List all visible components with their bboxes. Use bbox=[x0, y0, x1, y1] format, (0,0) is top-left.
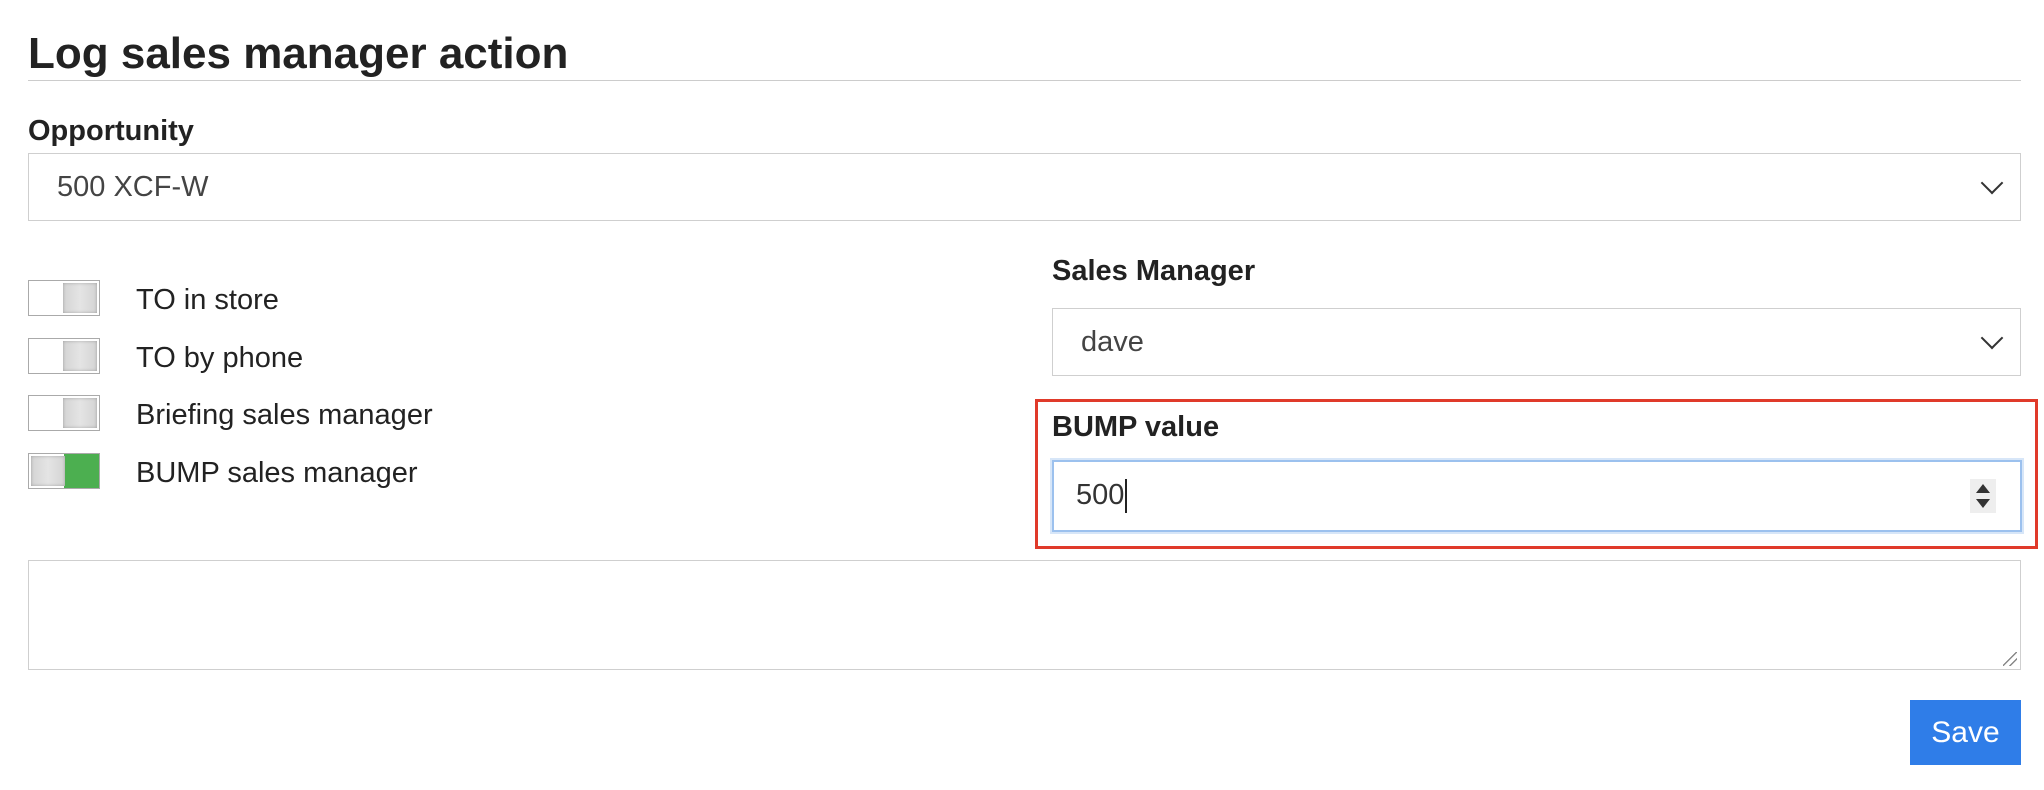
sales-manager-label: Sales Manager bbox=[1052, 255, 1256, 287]
toggle-briefing-sales-manager[interactable] bbox=[28, 395, 100, 431]
spinner-up-icon[interactable] bbox=[1976, 484, 1990, 493]
opportunity-select[interactable]: 500 XCF-W bbox=[28, 153, 2021, 221]
toggle-knob bbox=[63, 341, 97, 371]
toggle-label-bump-sales-manager: BUMP sales manager bbox=[136, 457, 418, 489]
notes-textarea[interactable] bbox=[28, 560, 2021, 670]
opportunity-label: Opportunity bbox=[28, 115, 194, 147]
sales-manager-selected-value: dave bbox=[1081, 325, 1144, 358]
chevron-down-icon bbox=[1980, 171, 2004, 195]
toggle-to-by-phone[interactable] bbox=[28, 338, 100, 374]
toggle-label-briefing-sales-manager: Briefing sales manager bbox=[136, 399, 433, 431]
toggle-bump-sales-manager[interactable] bbox=[28, 453, 100, 489]
toggle-label-to-by-phone: TO by phone bbox=[136, 342, 304, 374]
text-caret bbox=[1125, 479, 1128, 514]
toggle-knob bbox=[63, 398, 97, 428]
sales-manager-select[interactable]: dave bbox=[1052, 308, 2021, 376]
number-spinner-icon[interactable] bbox=[1970, 479, 1996, 513]
bump-value-label: BUMP value bbox=[1052, 411, 1220, 443]
toggle-knob bbox=[63, 283, 97, 313]
title-divider bbox=[28, 80, 2021, 81]
bump-value-text: 500 bbox=[1076, 478, 1125, 511]
bump-value-highlight bbox=[1035, 399, 2038, 549]
page-title: Log sales manager action bbox=[28, 29, 569, 78]
resize-grip-icon[interactable] bbox=[2003, 652, 2017, 666]
toggle-to-in-store[interactable] bbox=[28, 280, 100, 316]
spinner-down-icon[interactable] bbox=[1976, 499, 1990, 508]
bump-value-input[interactable]: 500 bbox=[1052, 460, 2022, 532]
toggle-knob bbox=[31, 456, 65, 486]
save-button[interactable]: Save bbox=[1910, 700, 2021, 765]
opportunity-selected-value: 500 XCF-W bbox=[57, 170, 209, 203]
chevron-down-icon bbox=[1980, 326, 2004, 350]
toggle-on-fill bbox=[63, 456, 97, 486]
toggle-label-to-in-store: TO in store bbox=[136, 284, 279, 316]
